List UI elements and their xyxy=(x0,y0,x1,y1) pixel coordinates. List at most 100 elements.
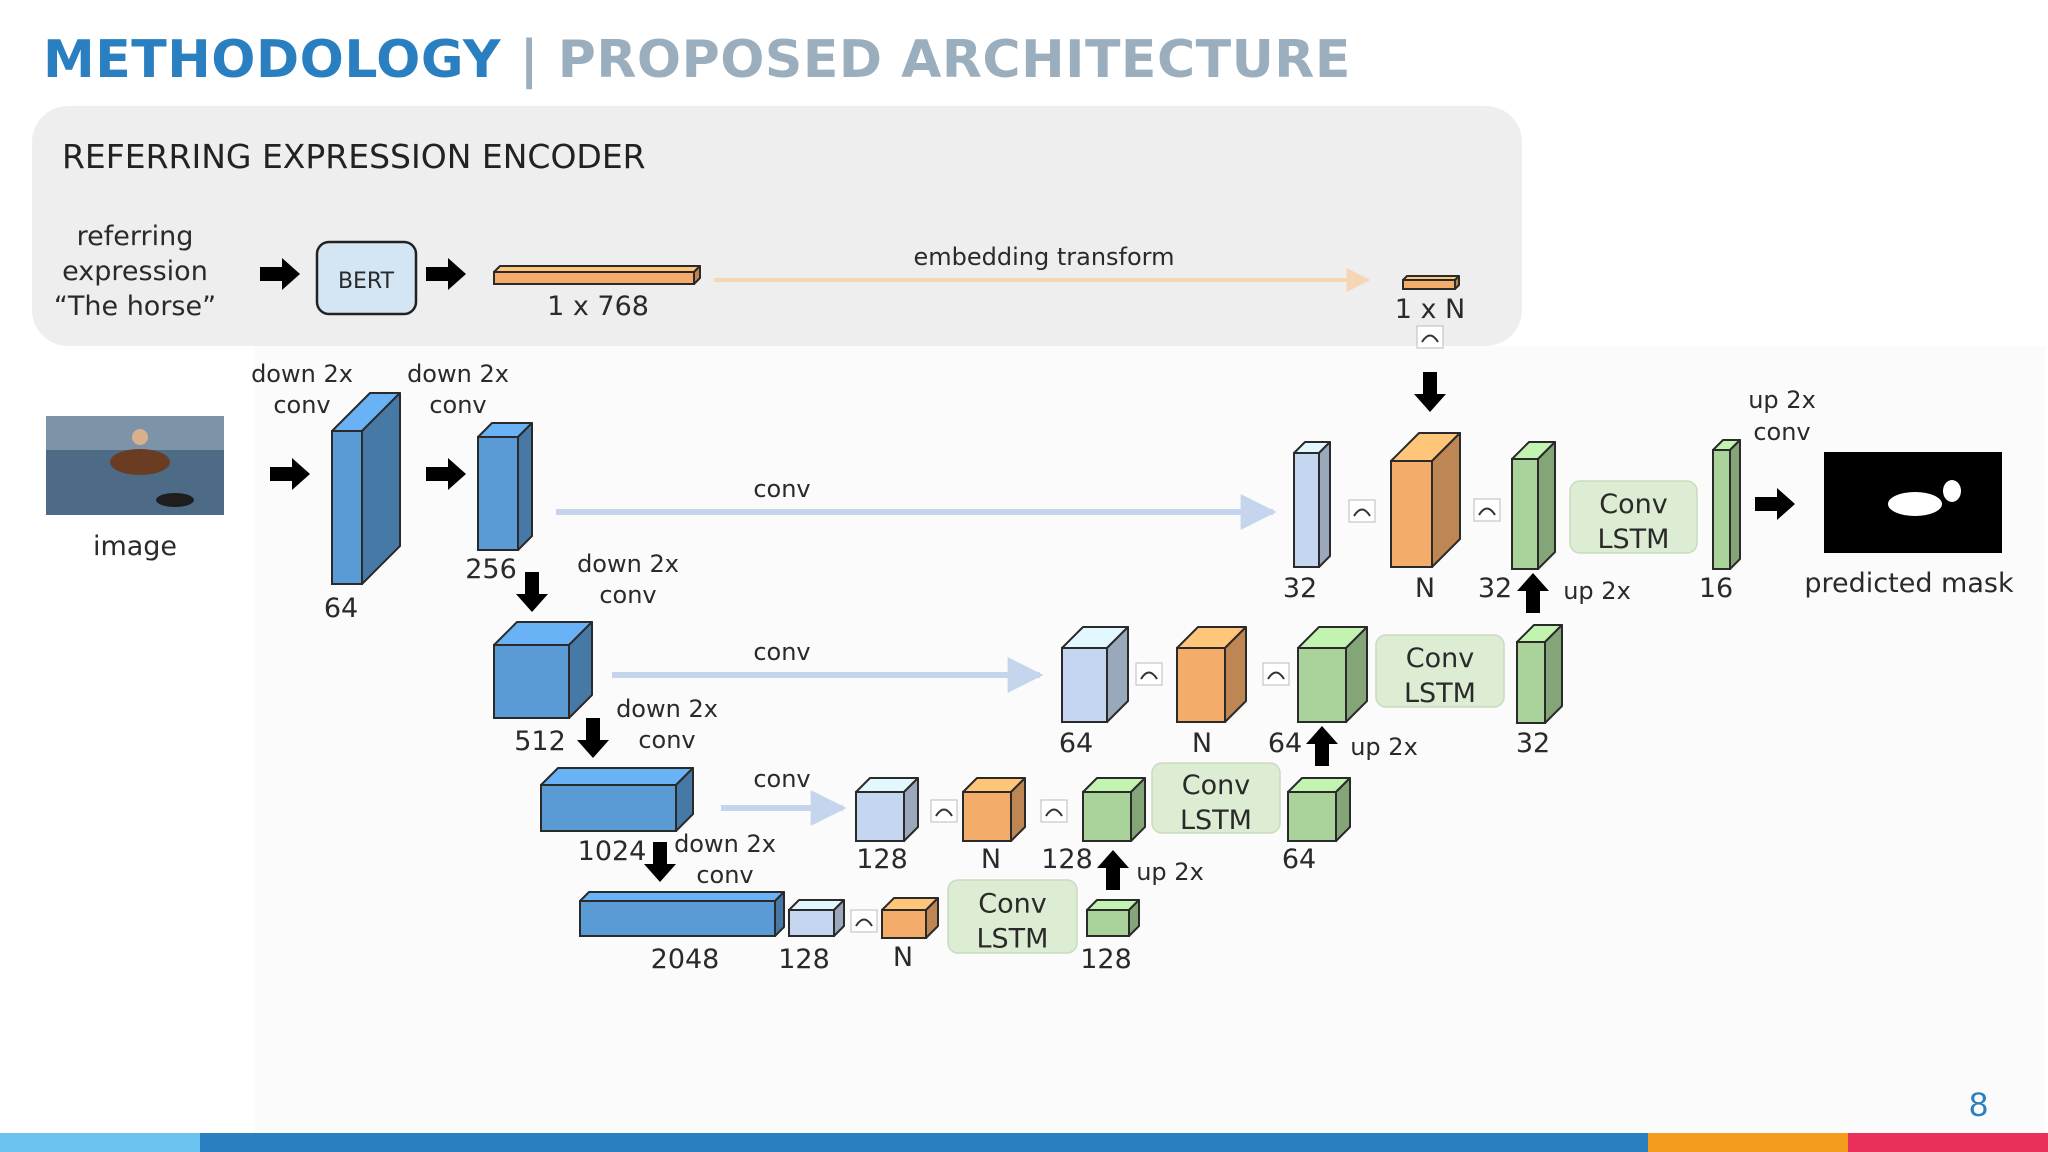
l4-conv-lstm-line2: LSTM xyxy=(977,924,1049,955)
l2-concat-b xyxy=(1262,662,1290,686)
out-dim-label: 1 x N xyxy=(1395,294,1466,325)
arrow-image-in xyxy=(270,458,310,490)
label-64: 64 xyxy=(324,593,358,624)
embedding-n-bar xyxy=(1402,275,1460,290)
footer-bar-4 xyxy=(1848,1133,2048,1152)
embed-dim-label: 1 x 768 xyxy=(547,291,649,322)
image-horse xyxy=(110,449,170,475)
l4-feat-128-front xyxy=(788,909,835,937)
l1-feat-32 xyxy=(1293,441,1331,568)
arrow-from-bert xyxy=(426,258,466,290)
l1-feat-32-side xyxy=(1318,441,1331,568)
l2-out-label: 32 xyxy=(1516,728,1550,759)
l1-merge-32-front xyxy=(1511,458,1539,570)
l1-label-32: 32 xyxy=(1283,573,1317,604)
l3-label-128: 128 xyxy=(856,844,908,875)
l2-concat-a-arc xyxy=(1140,671,1158,680)
l3-text-n xyxy=(962,777,1026,842)
label-2048: 2048 xyxy=(651,944,720,975)
l4-concat-frame xyxy=(850,909,878,933)
l4-out-128 xyxy=(1086,899,1140,937)
l2-feat-64 xyxy=(1061,626,1129,723)
l1-concat-a-frame xyxy=(1348,499,1376,523)
mask-horse-body xyxy=(1888,492,1942,516)
l1-out-16-side xyxy=(1729,439,1741,570)
enc-block-256-side xyxy=(517,422,533,551)
l4-concat xyxy=(850,909,878,933)
bert-box xyxy=(315,240,418,316)
enc-block-1024 xyxy=(540,767,694,832)
l1-label-n: N xyxy=(1415,573,1435,604)
embedding-n-bar-front xyxy=(1402,279,1456,290)
image-dog xyxy=(156,493,194,507)
mask-horse-head xyxy=(1943,480,1961,502)
title-main: METHODOLOGY xyxy=(43,30,502,90)
label-1024: 1024 xyxy=(578,836,647,867)
l2-merge-64-front xyxy=(1297,647,1347,723)
label-down-3-line2: conv xyxy=(599,581,656,609)
enc-block-2048 xyxy=(579,891,785,937)
encoder-input-line1: referring xyxy=(77,221,194,252)
label-256: 256 xyxy=(465,554,517,585)
l2-label-n: N xyxy=(1192,728,1212,759)
enc-block-2048-side xyxy=(774,891,785,937)
l2-up-label: up 2x xyxy=(1350,733,1418,761)
enc-block-256-front xyxy=(477,436,519,551)
label-down-5-line2: conv xyxy=(696,861,753,889)
enc-block-64 xyxy=(331,392,401,585)
l1-up-label: up 2x xyxy=(1563,577,1631,605)
l1-concat-b-arc xyxy=(1478,507,1496,516)
arrow-encoder-down xyxy=(1414,372,1446,412)
slide-title: METHODOLOGY | PROPOSED ARCHITECTURE xyxy=(43,30,1351,90)
l4-concat-arc xyxy=(855,918,873,927)
enc-block-64-front xyxy=(331,430,363,585)
l2-text-n xyxy=(1176,626,1247,723)
l4-feat-128 xyxy=(788,899,845,937)
encoder-panel xyxy=(32,106,1522,346)
l1-up-arrow xyxy=(1517,573,1549,613)
concat-encoder-arc xyxy=(1421,334,1439,343)
l4-conv-lstm-line1: Conv xyxy=(978,889,1046,920)
arrow-256-512 xyxy=(516,572,548,612)
l4-label-n: N xyxy=(893,942,913,973)
l3-merge-128 xyxy=(1082,777,1146,842)
label-down-4-line2: conv xyxy=(638,726,695,754)
skip-conv-3-label: conv xyxy=(753,765,810,793)
l4-out-128-front xyxy=(1086,909,1130,937)
label-512: 512 xyxy=(514,726,566,757)
l1-out-16-front xyxy=(1712,449,1731,570)
l2-out-32 xyxy=(1516,624,1563,724)
arrow-64-256 xyxy=(426,458,466,490)
l4-text-n xyxy=(881,897,939,939)
label-down-5-line1: down 2x xyxy=(674,830,776,858)
l2-concat-b-frame xyxy=(1262,662,1290,686)
l2-feat-64-front xyxy=(1061,647,1108,723)
l4-conv-lstm xyxy=(947,879,1078,954)
l2-conv-lstm-line2: LSTM xyxy=(1404,678,1476,709)
l4-text-n-front xyxy=(881,909,927,939)
footer-bar-2 xyxy=(200,1133,1648,1152)
l3-up-arrow xyxy=(1097,850,1129,890)
l1-merge-32-side xyxy=(1537,441,1556,570)
label-down-1-line1: down 2x xyxy=(251,360,353,388)
l3-conv-lstm-line1: Conv xyxy=(1182,770,1250,801)
diagram-background xyxy=(255,346,2045,1136)
label-down-1-line2: conv xyxy=(273,391,330,419)
label-up-conv-line1: up 2x xyxy=(1748,386,1816,414)
l1-concat-b-frame xyxy=(1473,498,1501,522)
embedding-768-bar-front xyxy=(493,271,695,285)
l2-up-arrow xyxy=(1306,726,1338,766)
l3-concat-b xyxy=(1040,799,1068,823)
l1-conv-lstm-line2: LSTM xyxy=(1598,524,1670,555)
l2-conv-lstm xyxy=(1375,634,1505,708)
l2-merge-label: 64 xyxy=(1268,728,1302,759)
l2-out-32-side xyxy=(1544,624,1563,724)
skip-conv-2-label: conv xyxy=(753,638,810,666)
l2-label-64: 64 xyxy=(1059,728,1093,759)
enc-block-1024-top xyxy=(540,767,694,786)
label-down-2-line2: conv xyxy=(429,391,486,419)
l3-label-n: N xyxy=(981,844,1001,875)
l2-concat-a xyxy=(1135,662,1163,686)
arrow-to-mask xyxy=(1755,488,1795,520)
l3-concat-a xyxy=(930,799,958,823)
